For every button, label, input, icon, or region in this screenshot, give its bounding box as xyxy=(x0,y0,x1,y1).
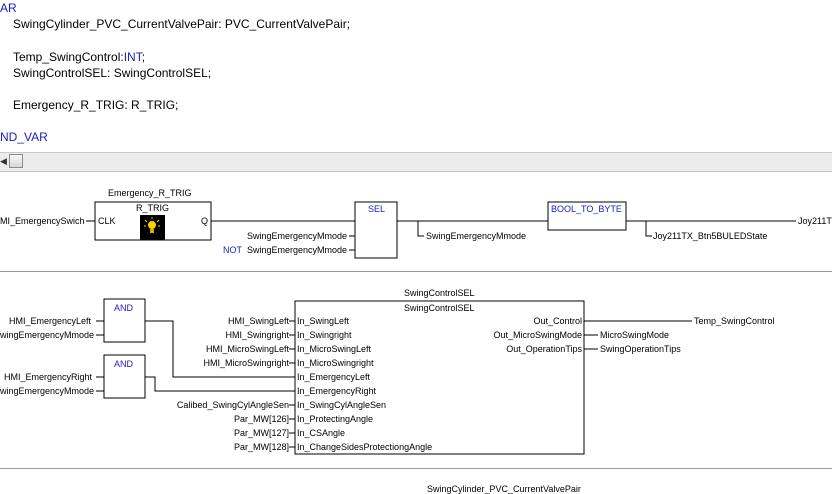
rtrig-type-label: R_TRIG xyxy=(136,203,169,213)
fb-input-pin: In_ProtectingAngle xyxy=(297,414,373,424)
triangle-left-icon[interactable]: ◀ xyxy=(0,156,7,166)
fb-input-pin: In_EmergencyRight xyxy=(297,386,377,396)
decl-temp-semicolon: ; xyxy=(141,50,146,64)
decl-temp-type: INT xyxy=(123,50,142,64)
swing-control-sel-block[interactable] xyxy=(294,300,585,455)
fb-instance-name[interactable]: SwingControlSEL xyxy=(404,288,475,298)
sel-output-var[interactable]: SwingEmergencyMmode xyxy=(426,231,526,241)
and1-label: AND xyxy=(114,303,134,313)
and1-input-2[interactable]: wingEmergencyMmode xyxy=(0,330,94,340)
fb-input-var[interactable]: HMI_MicroSwingright xyxy=(203,358,289,368)
decl-emergency-trig: Emergency_R_TRIG: R_TRIG; xyxy=(13,98,179,112)
network-separator xyxy=(0,468,832,469)
sel-not-keyword: NOT xyxy=(223,245,243,255)
decl-swing-control-sel: SwingControlSEL: SwingControlSEL; xyxy=(13,66,212,80)
fb-input-pin: In_CSAngle xyxy=(297,428,345,438)
bool-to-byte-output-var[interactable]: Joy211TX_Btn5BULEDState xyxy=(653,231,767,241)
end-var-keyword: ND_VAR xyxy=(0,130,48,144)
network-2[interactable]: HMI_EmergencyLeft wingEmergencyMmode AND… xyxy=(0,272,832,468)
input-emergency-switch[interactable]: MI_EmergencySwich xyxy=(0,216,85,226)
fb-input-pin: In_MicroSwingLeft xyxy=(297,344,372,354)
fb3-instance-name[interactable]: SwingCylinder_PVC_CurrentValvePair xyxy=(427,484,581,494)
fb-input-pin: In_ChangeSidesProtectiongAngle xyxy=(297,442,432,452)
bool-to-byte-label: BOOL_TO_BYTE xyxy=(551,204,622,214)
rtrig-q-pin: Q xyxy=(201,216,208,226)
fb-input-var[interactable]: HMI_MicroSwingLeft xyxy=(206,344,290,354)
fb-output-pin: Out_MicroSwingMode xyxy=(493,330,582,340)
fb-input-pin: In_EmergencyLeft xyxy=(297,372,371,382)
and2-label: AND xyxy=(114,359,134,369)
decl-temp-swing-control: Temp_SwingControl:INT; xyxy=(13,50,145,64)
square-button-icon[interactable] xyxy=(9,154,23,168)
var-keyword: AR xyxy=(0,1,17,15)
decl-swing-cylinder: SwingCylinder_PVC_CurrentValvePair: PVC_… xyxy=(13,17,351,31)
output-var-truncated[interactable]: Joy211T xyxy=(798,216,832,226)
and2-input-2[interactable]: wingEmergencyMmode xyxy=(0,386,94,396)
sel-input-2[interactable]: SwingEmergencyMmode xyxy=(247,245,347,255)
and1-input-1[interactable]: HMI_EmergencyLeft xyxy=(9,316,92,326)
network-1[interactable]: MI_EmergencySwich Emergency_R_TRIG R_TRI… xyxy=(0,176,832,270)
and1-block[interactable] xyxy=(103,298,146,343)
fb-input-var[interactable]: Par_MW[127] xyxy=(234,428,289,438)
fb-input-pin: In_SwingLeft xyxy=(297,316,350,326)
fb-input-var[interactable]: HMI_Swingright xyxy=(225,330,289,340)
fb-input-pin: In_Swingright xyxy=(297,330,352,340)
decl-temp-name: Temp_SwingControl: xyxy=(13,50,124,64)
fb-input-var[interactable]: Par_MW[128] xyxy=(234,442,289,452)
fb-input-pins: In_SwingLeftHMI_SwingLeftIn_SwingrightHM… xyxy=(177,316,432,452)
fb-output-var[interactable]: SwingOperationTips xyxy=(600,344,681,354)
bool-to-byte-block[interactable] xyxy=(547,201,627,231)
and2-block[interactable] xyxy=(103,354,146,399)
fb-input-var[interactable]: Par_MW[126] xyxy=(234,414,289,424)
fb-output-var[interactable]: MicroSwingMode xyxy=(600,330,669,340)
sel-block[interactable] xyxy=(354,201,398,259)
fb-output-pins: Out_Control Temp_SwingControlOut_MicroSwi… xyxy=(493,316,774,354)
fb-input-pin: In_SwingCylAngleSen xyxy=(297,400,386,410)
bulb-icon xyxy=(140,215,165,240)
rtrig-clk-pin: CLK xyxy=(98,216,116,226)
fb-input-pin: In_MicroSwingright xyxy=(297,358,374,368)
fb-output-var[interactable]: Temp_SwingControl xyxy=(694,316,775,326)
network-3[interactable]: SwingCylinder_PVC_CurrentValvePair xyxy=(0,469,832,494)
splitter-toolbar: ◀ xyxy=(0,152,832,172)
fb-type-label: SwingControlSEL xyxy=(404,303,475,313)
declaration-editor[interactable]: AR SwingCylinder_PVC_CurrentValvePair: P… xyxy=(0,0,832,152)
and2-input-1[interactable]: HMI_EmergencyRight xyxy=(4,372,93,382)
fb-output-pin: Out_Control xyxy=(533,316,582,326)
fb-output-pin: Out_OperationTips xyxy=(506,344,582,354)
fb-input-var[interactable]: HMI_SwingLeft xyxy=(228,316,290,326)
sel-input-1[interactable]: SwingEmergencyMmode xyxy=(247,231,347,241)
fb-input-var[interactable]: Calibed_SwingCylAngleSen xyxy=(177,400,289,410)
network-separator xyxy=(0,271,832,272)
sel-label: SEL xyxy=(368,204,385,214)
rtrig-instance-name[interactable]: Emergency_R_TRIG xyxy=(108,188,192,198)
